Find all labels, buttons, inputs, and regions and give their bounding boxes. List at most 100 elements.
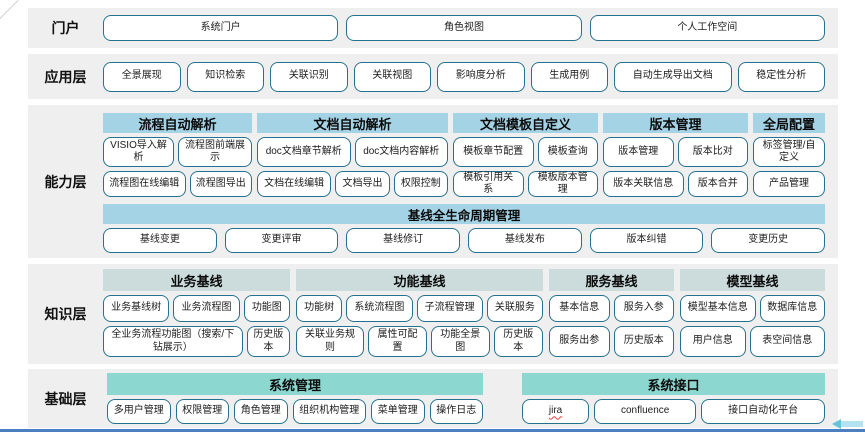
- layer-label-knowledge: 知识层: [44, 306, 87, 322]
- group-header: 全局配置: [753, 113, 825, 133]
- capability-box: 标签管理/自定义: [753, 137, 825, 167]
- knowledge-box: 业务流程图: [173, 295, 240, 322]
- capability-box: 模板引用关系: [453, 171, 524, 197]
- knowledge-box: 表空间信息: [749, 326, 825, 357]
- group-business-baseline: 业务基线 业务基线树业务流程图功能图 全业务流程功能图（搜索/下钻展示）历史版本: [103, 269, 290, 357]
- knowledge-box: 历史版本: [246, 326, 290, 357]
- knowledge-box: 历史版本: [613, 326, 674, 357]
- baseline-box: 基线变更: [103, 228, 217, 253]
- capability-groups: 流程自动解析 VISIO导入解析流程图前端展示 流程图在线编辑流程图导出 文档自…: [103, 113, 825, 197]
- group-system-mgmt: 系统管理 多用户管理权限管理角色管理组织机构管理菜单管理操作日志: [107, 373, 483, 424]
- group-version-mgmt: 版本管理 版本管理版本比对 版本关联信息版本合并: [603, 113, 748, 197]
- baseline-box: 变更历史: [711, 228, 826, 253]
- portal-buttons-row: 系统门户角色视图个人工作空间: [103, 8, 825, 48]
- knowledge-box: 功能全景图: [430, 326, 490, 357]
- group-header: 文档模板自定义: [453, 113, 598, 133]
- group-template-custom: 文档模板自定义 模板章节配置模板查询 模板引用关系模板版本管理: [453, 113, 598, 197]
- portal-box: 角色视图: [346, 15, 582, 41]
- left-arrow-icon: [832, 419, 863, 429]
- knowledge-box: 服务出参: [549, 326, 610, 357]
- layer-capability: 能力层 流程自动解析 VISIO导入解析流程图前端展示 流程图在线编辑流程图导出…: [28, 105, 838, 258]
- layer-label-foundation: 基础层: [44, 390, 87, 407]
- capability-box: 版本管理: [603, 137, 674, 167]
- group-header: 系统管理: [107, 373, 483, 395]
- group-header: 功能基线: [296, 269, 543, 291]
- group-function-baseline: 功能基线 功能树系统流程图子流程管理关联服务 关联业务规则属性可配置功能全景图历…: [296, 269, 543, 357]
- knowledge-box: 业务基线树: [103, 295, 170, 322]
- layer-application: 应用层 全景展现知识检索关联识别关联视图影响度分析生成用例自动生成导出文档稳定性…: [28, 54, 838, 99]
- capability-box: 权限控制: [393, 171, 448, 197]
- group-model-baseline: 模型基线 模型基本信息数据库信息 用户信息表空间信息: [680, 269, 825, 357]
- layer-portal: 门户 系统门户角色视图个人工作空间: [28, 8, 838, 48]
- capability-box: 模板版本管理: [527, 171, 598, 197]
- capability-box: 文档导出: [335, 171, 390, 197]
- capability-box: 版本关联信息: [603, 171, 684, 197]
- foundation-groups: 系统管理 多用户管理权限管理角色管理组织机构管理菜单管理操作日志 系统接口 ji…: [107, 373, 826, 424]
- capability-box: 文档在线编辑: [257, 171, 332, 197]
- knowledge-box: 历史版本: [493, 326, 543, 357]
- group-header: 系统接口: [522, 373, 825, 395]
- group-header: 服务基线: [549, 269, 674, 291]
- interface-box-api-platform: 接口自动化平台: [701, 399, 826, 424]
- knowledge-box: 服务入参: [613, 295, 674, 322]
- layer-label-application: 应用层: [44, 68, 87, 85]
- group-service-baseline: 服务基线 基本信息服务入参 服务出参历史版本: [549, 269, 674, 357]
- portal-box: 个人工作空间: [589, 15, 825, 41]
- application-box: 关联视图: [353, 61, 431, 92]
- baseline-box: 基线发布: [468, 228, 582, 253]
- capability-box: 流程图前端展示: [178, 137, 252, 167]
- baseline-box: 版本纠错: [589, 228, 704, 253]
- baseline-box: 变更评审: [224, 228, 339, 253]
- baseline-buttons-row: 基线变更变更评审基线修订基线发布版本纠错变更历史: [103, 228, 826, 253]
- knowledge-box: 全业务流程功能图（搜索/下钻展示）: [103, 326, 243, 357]
- application-box: 生成用例: [530, 61, 608, 92]
- knowledge-box: 数据库信息: [759, 295, 825, 322]
- layer-foundation: 基础层 系统管理 多用户管理权限管理角色管理组织机构管理菜单管理操作日志 系统接…: [28, 369, 838, 428]
- application-box: 全景展现: [103, 61, 181, 92]
- capability-box: doc文档章节解析: [257, 137, 351, 167]
- foundation-box: 操作日志: [429, 399, 483, 424]
- group-global-config: 全局配置 标签管理/自定义 产品管理: [753, 113, 825, 197]
- group-header: 版本管理: [603, 113, 748, 133]
- foundation-box: 多用户管理: [107, 399, 171, 424]
- capability-box: 版本合并: [687, 171, 748, 197]
- knowledge-box: 功能树: [296, 295, 343, 322]
- group-process-parsing: 流程自动解析 VISIO导入解析流程图前端展示 流程图在线编辑流程图导出: [103, 113, 252, 197]
- capability-box: 模板查询: [537, 137, 598, 167]
- capability-box: 产品管理: [753, 171, 825, 197]
- layer-knowledge: 知识层 业务基线 业务基线树业务流程图功能图 全业务流程功能图（搜索/下钻展示）…: [28, 264, 838, 364]
- capability-box: doc文档内容解析: [354, 137, 448, 167]
- capability-box: 模板章节配置: [453, 137, 534, 167]
- portal-box: 系统门户: [103, 15, 339, 41]
- application-box: 知识检索: [186, 61, 264, 92]
- bottom-accent-line: [0, 429, 865, 432]
- knowledge-box: 功能图: [243, 295, 290, 322]
- knowledge-box: 模型基本信息: [680, 295, 756, 322]
- foundation-box: 角色管理: [234, 399, 288, 424]
- knowledge-groups: 业务基线 业务基线树业务流程图功能图 全业务流程功能图（搜索/下钻展示）历史版本…: [103, 269, 825, 357]
- baseline-box: 基线修订: [346, 228, 461, 253]
- application-box: 关联识别: [270, 61, 348, 92]
- knowledge-box: 关联业务规则: [296, 326, 365, 357]
- capability-box: 版本比对: [677, 137, 748, 167]
- foundation-box: 权限管理: [175, 399, 229, 424]
- application-box: 影响度分析: [437, 61, 525, 92]
- capability-box: 流程图在线编辑: [103, 171, 186, 197]
- foundation-box: 组织机构管理: [292, 399, 366, 424]
- knowledge-box: 系统流程图: [346, 295, 413, 322]
- layer-label-portal: 门户: [51, 20, 80, 36]
- baseline-lifecycle-header: 基线全生命周期管理: [103, 204, 825, 224]
- layer-label-capability: 能力层: [44, 173, 87, 190]
- knowledge-box: 属性可配置: [368, 326, 427, 357]
- group-header: 流程自动解析: [103, 113, 252, 133]
- foundation-box: 菜单管理: [371, 399, 425, 424]
- group-header: 业务基线: [103, 269, 290, 291]
- knowledge-box: 子流程管理: [416, 295, 483, 322]
- application-box: 稳定性分析: [737, 61, 825, 92]
- application-box: 自动生成导出文档: [614, 61, 732, 92]
- knowledge-box: 关联服务: [486, 295, 543, 322]
- corner-decoration-line: [0, 0, 19, 20]
- group-system-interface: 系统接口 jira confluence 接口自动化平台: [522, 373, 826, 424]
- group-header: 模型基线: [680, 269, 825, 291]
